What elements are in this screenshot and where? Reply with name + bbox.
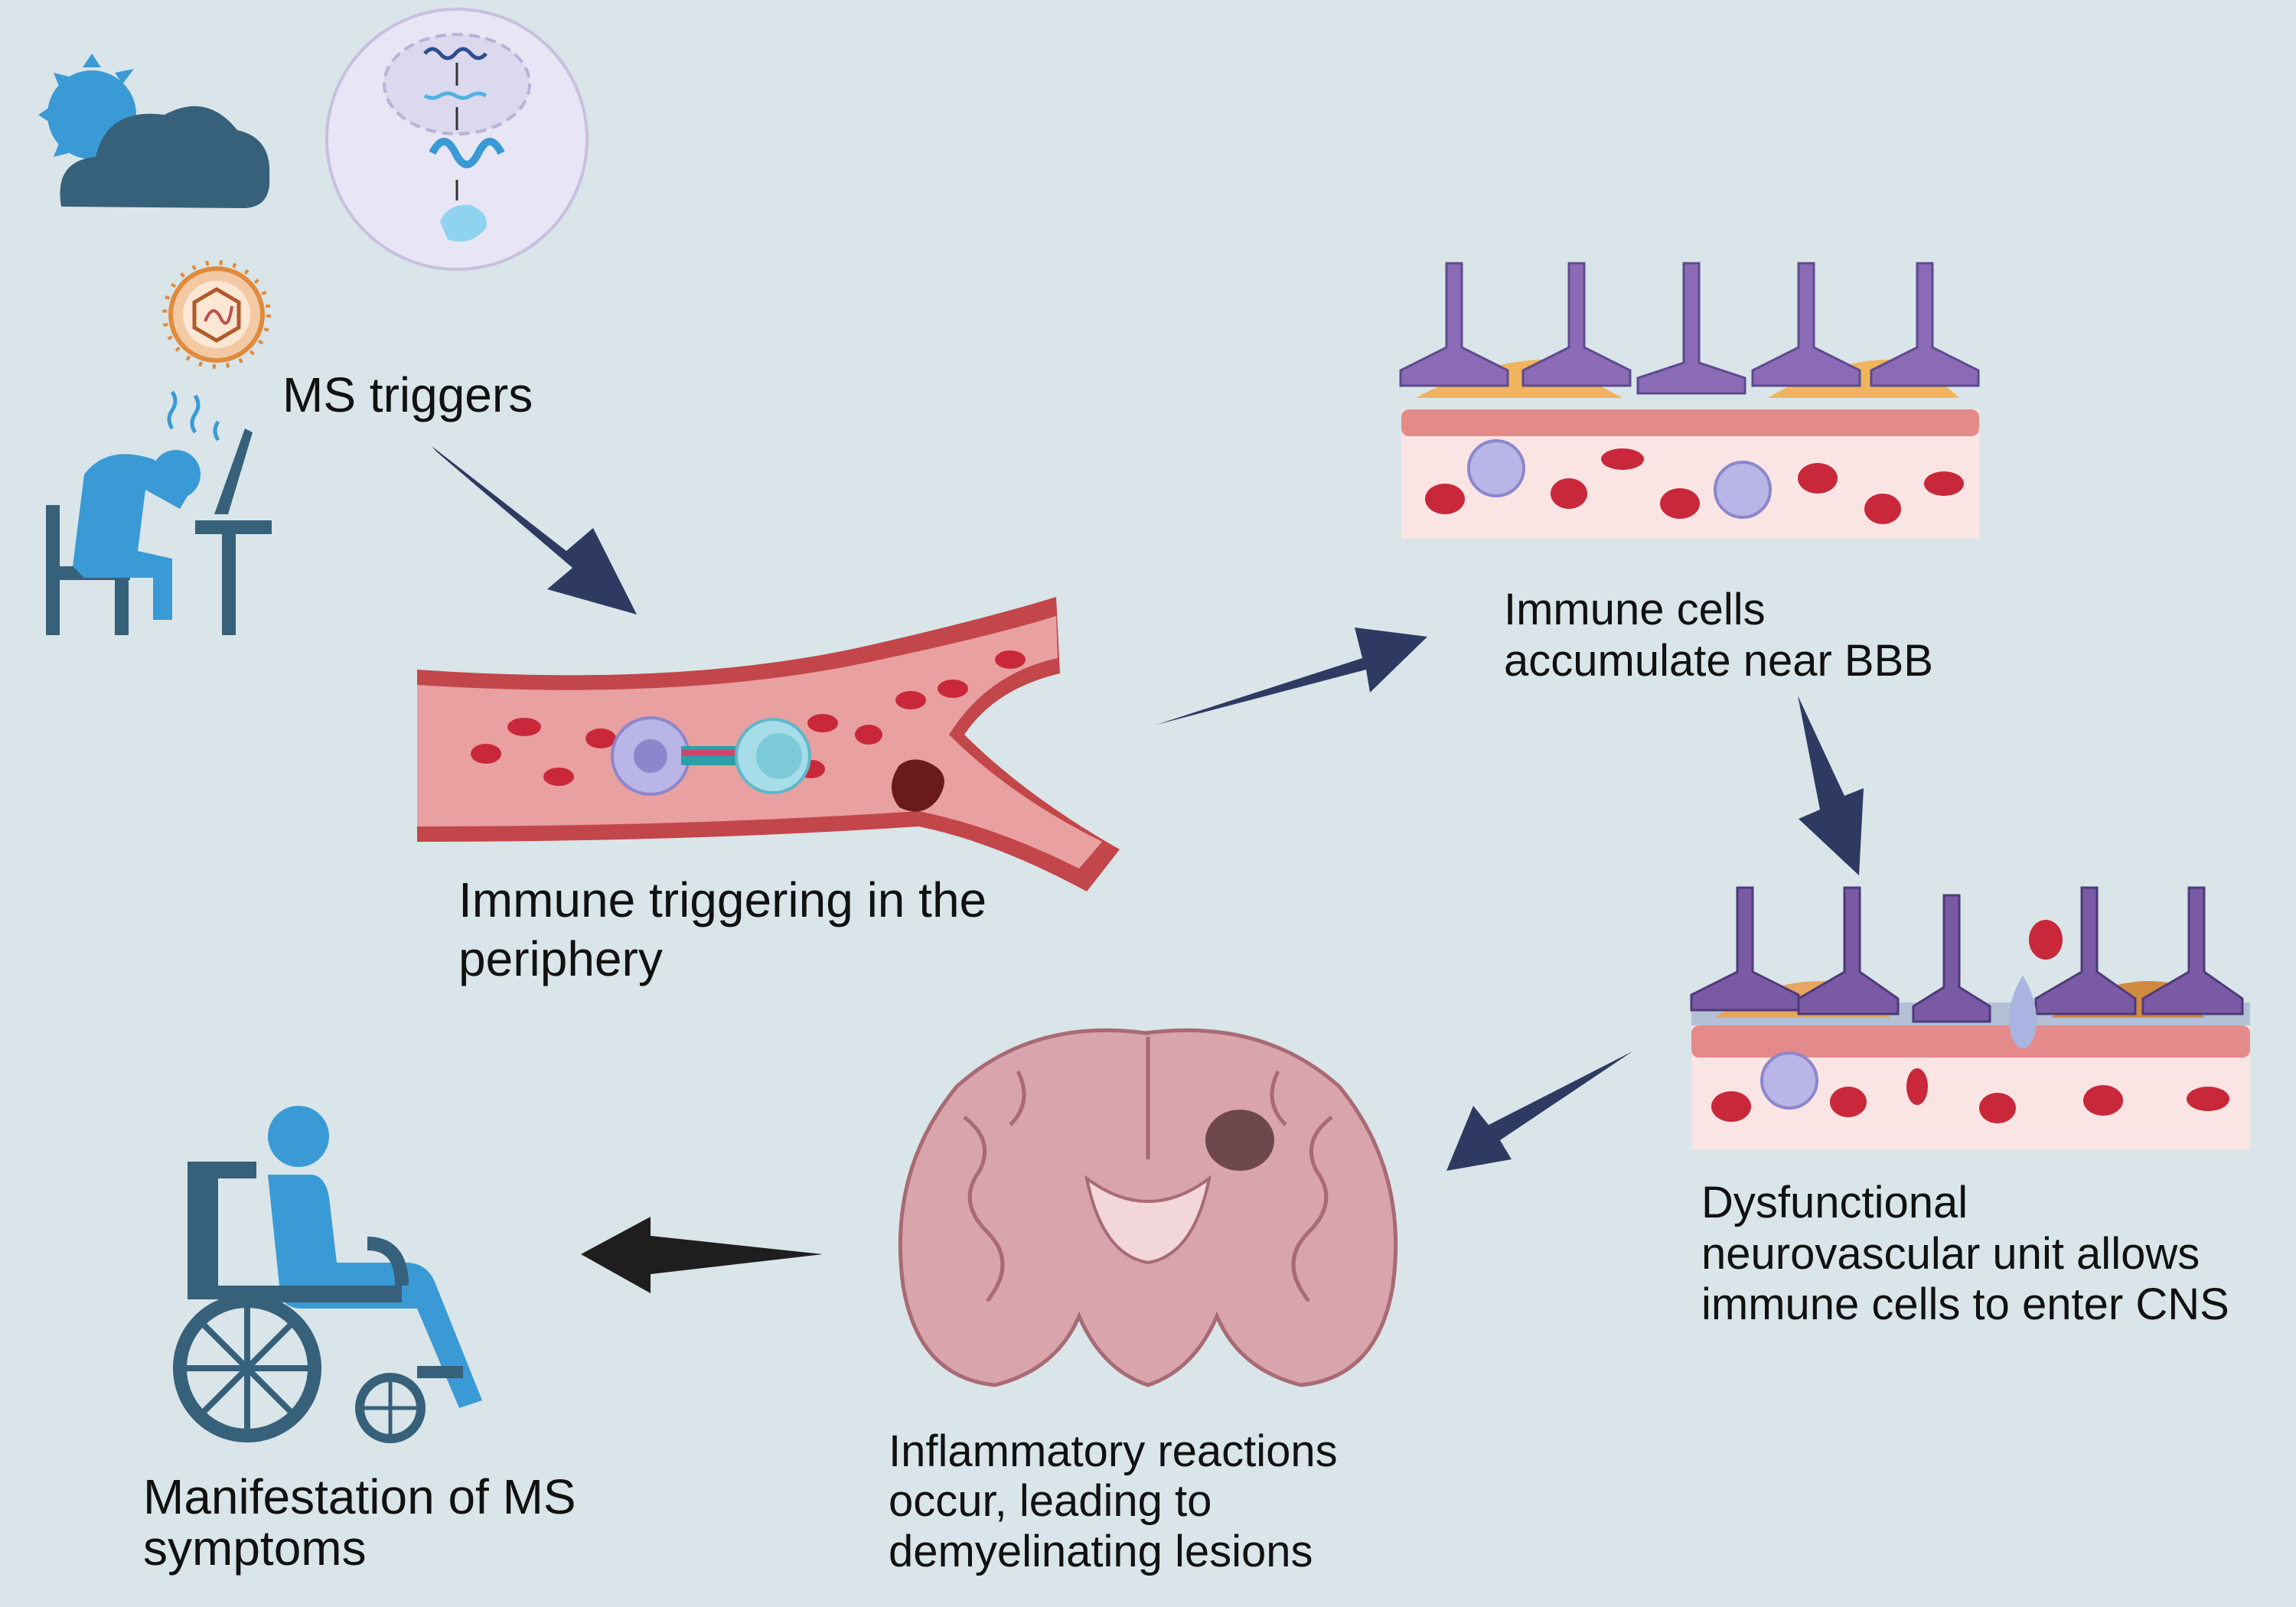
arrow-bbb-to-dysfunction <box>1798 696 1864 875</box>
arrow-periphery-to-bbb <box>1156 627 1427 725</box>
periphery-label: Immune triggering in the periphery <box>458 872 1000 986</box>
brain-section-illustration <box>898 1028 1398 1387</box>
arrow-brain-to-symptoms <box>581 1217 823 1293</box>
symptoms-label: Manifestation of MS symptoms <box>143 1469 589 1576</box>
ms-triggers-label: MS triggers <box>282 367 533 422</box>
arrow-triggers-to-periphery <box>432 446 637 614</box>
gene-expression-icon <box>325 8 589 271</box>
wheelchair-icon <box>173 1106 482 1443</box>
blood-vessel-illustration <box>417 597 1120 892</box>
bbb-label: Immune cells accumulate near BBB <box>1504 585 1933 686</box>
arrow-dysfunction-to-brain <box>1446 1051 1632 1171</box>
bbb-illustration <box>1399 262 1980 539</box>
stressed-person-icon <box>46 390 272 635</box>
virus-icon <box>162 260 271 369</box>
weather-icon <box>38 54 270 208</box>
lesions-label: Inflammatory reactions occur, leading to… <box>889 1426 1350 1576</box>
dysfunctional-bbb-illustration <box>1690 886 2250 1149</box>
dysfunction-label: Dysfunctional neurovascular unit allows … <box>1701 1178 2229 1329</box>
